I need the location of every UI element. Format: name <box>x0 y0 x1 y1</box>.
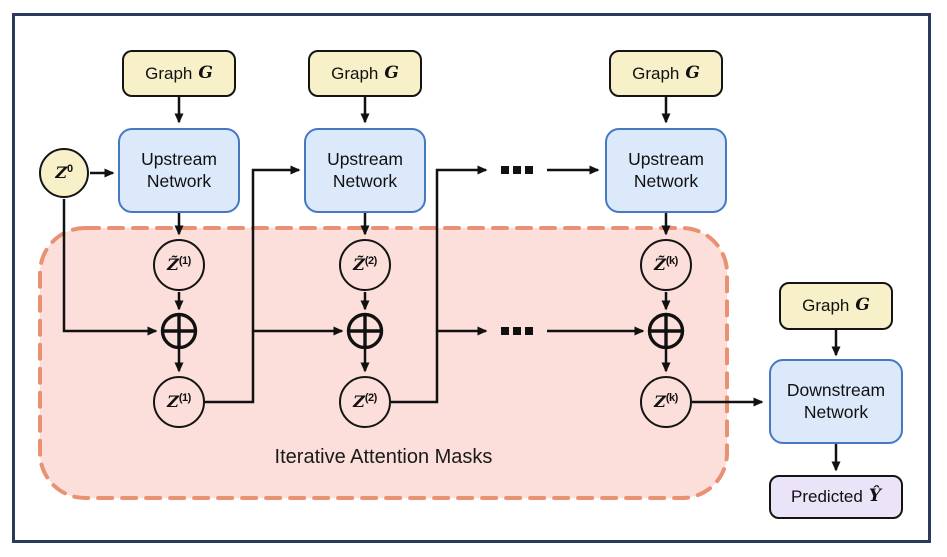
upstream-label-line2: Network <box>332 170 398 191</box>
predicted-var: Ŷ <box>868 486 881 507</box>
oplus-operator-icon <box>346 312 384 350</box>
downstream-network-box: Downstream Network <box>769 359 903 444</box>
arrows <box>62 97 841 472</box>
z-node-3: Z(k) <box>640 376 692 428</box>
graph-var: G <box>855 295 870 316</box>
ztilde-sup: (1) <box>178 255 191 267</box>
z-base: Z <box>654 392 666 411</box>
graph-var: G <box>685 62 700 83</box>
z0-sup: 0 <box>67 163 73 175</box>
predicted-output-box: Predicted Ŷ <box>769 475 903 519</box>
upstream-network-box-3: Upstream Network <box>605 128 727 213</box>
ellipsis-icon <box>501 327 533 335</box>
oplus-operator-icon <box>647 312 685 350</box>
graph-box-1: Graph G <box>122 50 236 97</box>
ztilde-node-1: Z̃(1) <box>153 239 205 291</box>
z-sup: (1) <box>178 392 191 404</box>
z-node-2: Z(2) <box>339 376 391 428</box>
predicted-label: Predicted <box>791 487 863 507</box>
z-base: Z <box>167 392 179 411</box>
ztilde-base: Z̃ <box>353 255 365 274</box>
upstream-label-line1: Upstream <box>628 148 704 169</box>
graph-var: G <box>384 62 399 83</box>
upstream-label-line2: Network <box>633 170 699 191</box>
upstream-network-box-1: Upstream Network <box>118 128 240 213</box>
oplus-operator-icon <box>160 312 198 350</box>
ztilde-node-2: Z̃(2) <box>339 239 391 291</box>
z0-base: Z <box>55 163 68 182</box>
z-base: Z <box>353 392 365 411</box>
z-node-1: Z(1) <box>153 376 205 428</box>
ellipsis-icon <box>501 166 533 174</box>
ztilde-sup: (2) <box>364 255 377 267</box>
downstream-label-line2: Network <box>803 401 869 422</box>
arrow-z0-oplus1 <box>62 199 158 336</box>
graph-box-label: Graph <box>802 296 850 316</box>
iterative-masks-label: Iterative Attention Masks <box>274 446 493 468</box>
graph-box-output: Graph G <box>779 282 893 330</box>
upstream-label-line2: Network <box>146 170 212 191</box>
upstream-label-line1: Upstream <box>327 148 403 169</box>
upstream-label-line1: Upstream <box>141 148 217 169</box>
ztilde-sup: (k) <box>665 255 678 267</box>
graph-box-label: Graph <box>145 63 193 83</box>
upstream-network-box-2: Upstream Network <box>304 128 426 213</box>
z-sup: (k) <box>665 392 678 404</box>
z-sup: (2) <box>364 392 377 404</box>
ztilde-base: Z̃ <box>654 255 666 274</box>
graph-box-label: Graph <box>632 63 680 83</box>
graph-box-3: Graph G <box>609 50 723 97</box>
graph-box-2: Graph G <box>308 50 422 97</box>
graph-var: G <box>198 62 213 83</box>
outer-frame <box>12 13 931 543</box>
z0-node: Z0 <box>39 148 89 198</box>
ztilde-node-3: Z̃(k) <box>640 239 692 291</box>
arrow-z1-upstream2 <box>205 165 301 404</box>
iterative-masks-region <box>38 226 729 500</box>
downstream-label-line1: Downstream <box>786 379 886 400</box>
graph-box-label: Graph <box>331 63 379 83</box>
ztilde-base: Z̃ <box>167 255 179 274</box>
arrow-z2-dots-top <box>391 165 488 404</box>
